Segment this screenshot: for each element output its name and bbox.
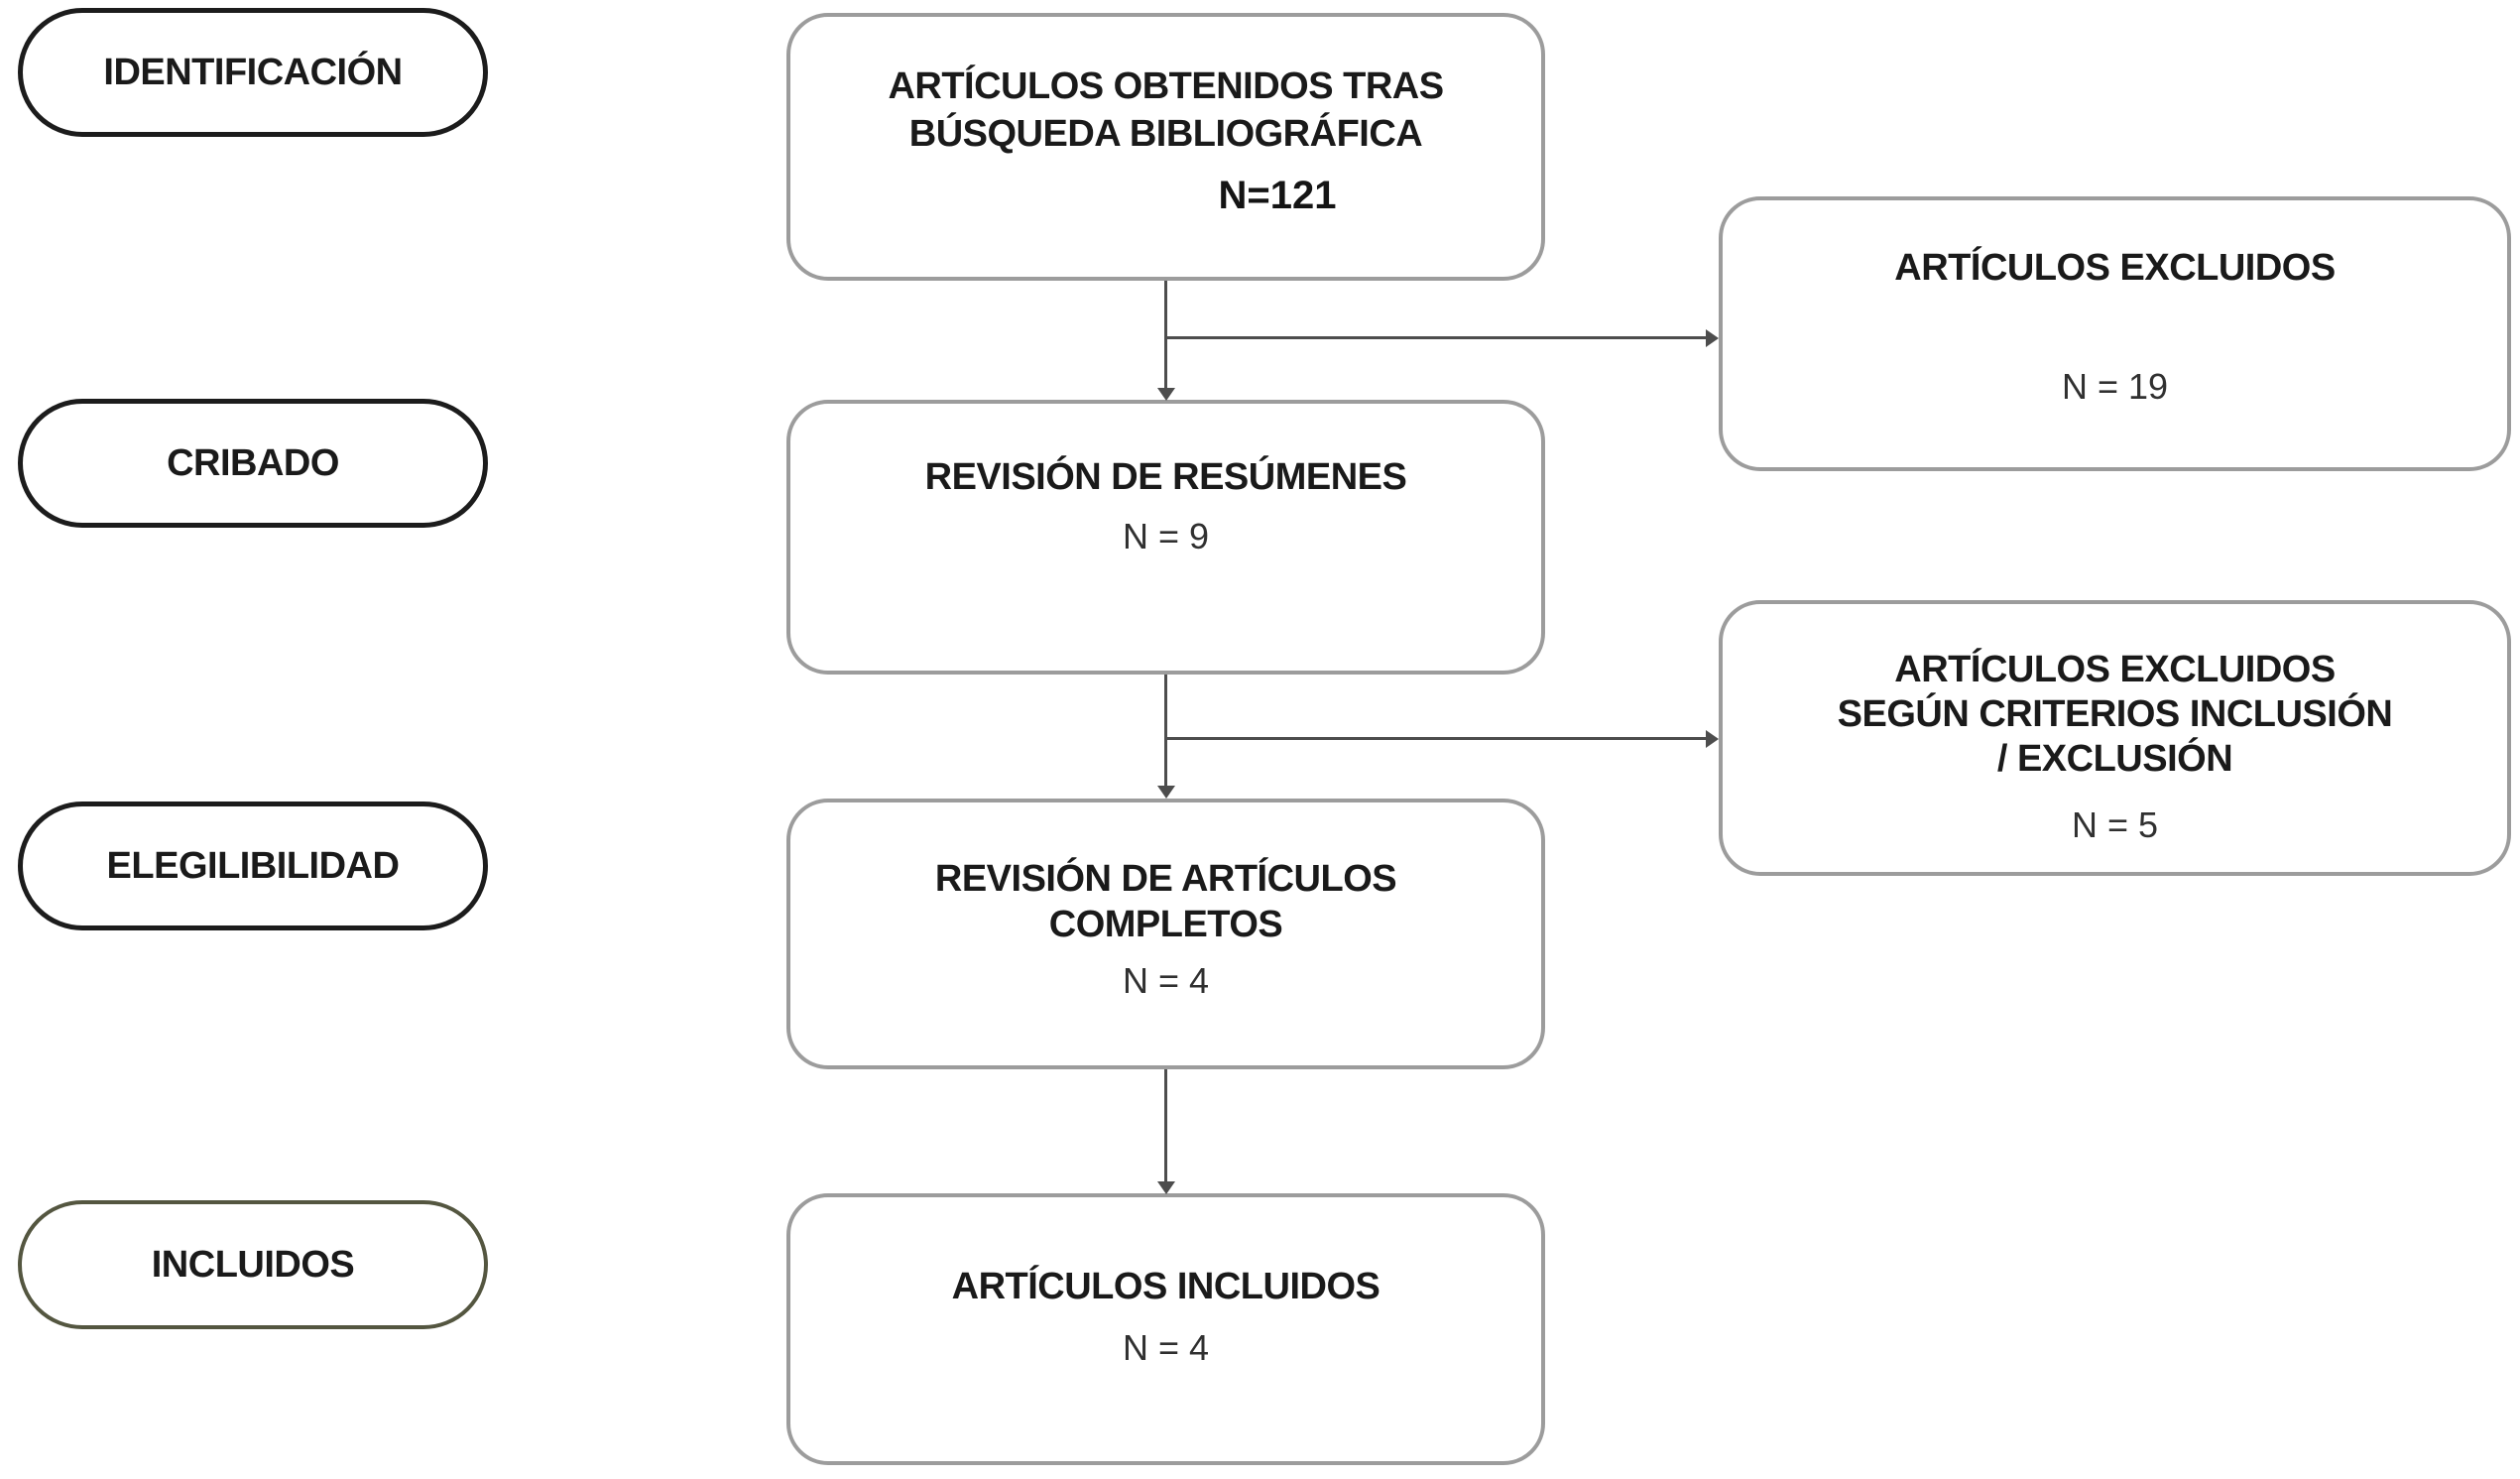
arrow-down-icon [1157, 1181, 1175, 1194]
flow-box-title: REVISIÓN DE ARTÍCULOS COMPLETOS [934, 858, 1397, 945]
stage-label-cribado: CRIBADO [167, 441, 339, 484]
connector-line-to-excluded [1166, 336, 1708, 339]
connector-line-fulltext-to-included [1164, 1069, 1167, 1182]
connector-line-abstract-to-fulltext [1164, 675, 1167, 787]
stage-pill-incluidos: INCLUIDOS [18, 1200, 488, 1329]
flow-box-count: N=121 [1218, 174, 1337, 217]
flow-box-title: ARTÍCULOS INCLUIDOS [951, 1266, 1380, 1307]
flow-box-title: ARTÍCULOS OBTENIDOS TRAS BÚSQUEDA BIBLIO… [888, 65, 1444, 155]
stage-label-incluidos: INCLUIDOS [151, 1243, 355, 1286]
flow-box-count: N = 4 [1122, 1327, 1210, 1368]
exclusion-box-excluded-articles: ARTÍCULOS EXCLUIDOS N = 19 [1719, 196, 2511, 471]
stage-pill-elegilibilidad: ELEGILIBILIDAD [18, 801, 488, 930]
flow-box-search-results: ARTÍCULOS OBTENIDOS TRAS BÚSQUEDA BIBLIO… [786, 13, 1545, 281]
flow-box-included-articles: ARTÍCULOS INCLUIDOS N = 4 [786, 1193, 1545, 1465]
stage-pill-cribado: CRIBADO [18, 399, 488, 528]
stage-label-elegilibilidad: ELEGILIBILIDAD [106, 844, 400, 887]
arrow-right-icon [1706, 730, 1719, 748]
exclusion-box-count: N = 19 [2061, 366, 2169, 407]
flow-box-title: REVISIÓN DE RESÚMENES [924, 456, 1407, 498]
exclusion-box-title: ARTÍCULOS EXCLUIDOS SEGÚN CRITERIOS INCL… [1837, 649, 2393, 780]
flow-box-fulltext-review: REVISIÓN DE ARTÍCULOS COMPLETOS N = 4 [786, 799, 1545, 1069]
connector-line-to-criteria-excluded [1166, 737, 1708, 740]
flow-box-count: N = 9 [1122, 516, 1210, 556]
arrow-down-icon [1157, 786, 1175, 799]
arrow-down-icon [1157, 388, 1175, 401]
exclusion-box-count: N = 5 [2071, 804, 2159, 845]
flow-box-count: N = 4 [1122, 960, 1210, 1001]
exclusion-box-title: ARTÍCULOS EXCLUIDOS [1894, 247, 2336, 289]
arrow-right-icon [1706, 329, 1719, 347]
connector-line-search-to-abstract [1164, 281, 1167, 389]
flow-box-abstract-review: REVISIÓN DE RESÚMENES N = 9 [786, 400, 1545, 675]
exclusion-box-criteria-excluded: ARTÍCULOS EXCLUIDOS SEGÚN CRITERIOS INCL… [1719, 600, 2511, 876]
stage-pill-identificacion: IDENTIFICACIÓN [18, 8, 488, 137]
stage-label-identificacion: IDENTIFICACIÓN [103, 51, 403, 93]
